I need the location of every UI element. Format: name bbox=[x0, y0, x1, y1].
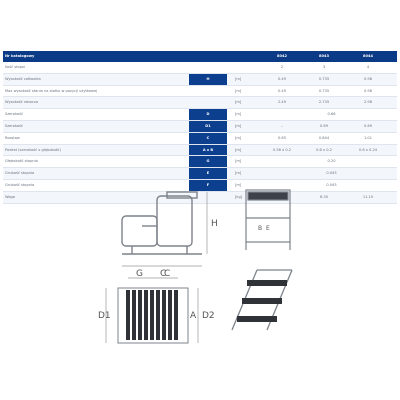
row-unit: [m] bbox=[235, 100, 242, 105]
header-model-1: 8042 bbox=[276, 54, 287, 58]
row-value-1: 2.49 bbox=[277, 100, 286, 105]
row-value-2: 0.735 bbox=[318, 88, 330, 93]
row-value-1: 2 bbox=[280, 65, 284, 69]
row-label: Grubość stopnia bbox=[5, 182, 35, 187]
top-view-drawing: G C D1 A D2 bbox=[98, 268, 218, 358]
row-value-2: 0.735 bbox=[318, 76, 330, 81]
row-unit: [m] bbox=[235, 123, 242, 128]
row-unit: [kg] bbox=[235, 194, 243, 199]
table-row: Szerokość D1 [m] – 0.69 0.69 bbox=[3, 120, 397, 133]
row-code-badge: D bbox=[189, 109, 227, 120]
front-dim-e: E bbox=[266, 225, 270, 232]
row-value-3: 11.10 bbox=[362, 194, 374, 199]
top-dim-g: G bbox=[136, 269, 143, 279]
row-code-badge: A x B bbox=[189, 144, 227, 156]
table-row: Ilość stopni 2 3 4 bbox=[3, 62, 397, 74]
row-label: Wysokość robocza bbox=[5, 100, 38, 105]
front-dim-b: B bbox=[258, 225, 262, 232]
row-value-3: 2.98 bbox=[363, 100, 372, 105]
table-row: Głębokość stopnia G [m] 0.20 bbox=[3, 156, 397, 169]
row-value-2: 8.30 bbox=[319, 194, 328, 199]
row-value-shared: 0.045 bbox=[326, 182, 337, 187]
row-unit: [m] bbox=[235, 135, 242, 140]
row-code-badge: D1 bbox=[189, 120, 227, 132]
row-code-badge: H bbox=[189, 73, 227, 85]
table-row: Rozstaw C [m] 0.65 0.844 1.01 bbox=[3, 132, 397, 145]
top-dim-d2: D2 bbox=[202, 311, 215, 321]
row-value-shared: 0.045 bbox=[326, 171, 337, 176]
table-row: Grubość stopnia F [m] 0.045 bbox=[3, 179, 397, 192]
header-model-2: 8043 bbox=[318, 54, 329, 58]
row-value-3: 0.98 bbox=[363, 88, 372, 93]
top-dim-c: C bbox=[164, 269, 170, 279]
table-row: Podest (szerokość x głębokość) A x B [m] 0.… bbox=[3, 144, 397, 157]
row-value-2: 2.735 bbox=[318, 100, 330, 105]
row-label: Podest (szerokość x głębokość) bbox=[5, 147, 61, 152]
side-view-drawing: H C bbox=[112, 186, 222, 278]
table-row: Max wysokość stania na stołku w pozycji … bbox=[3, 86, 397, 98]
table-row: Grubość stopnia E [m] 0.045 bbox=[3, 168, 397, 180]
row-value-1: 0.49 bbox=[277, 88, 286, 93]
row-value-2: 3 bbox=[322, 65, 326, 69]
row-value-3: 0.69 bbox=[363, 123, 372, 128]
isometric-view-drawing bbox=[222, 250, 312, 340]
row-label: Wysokość całkowita bbox=[5, 76, 41, 81]
front-view-drawing: B E bbox=[238, 186, 298, 256]
row-label: Szerokość bbox=[5, 112, 23, 117]
row-value-1: 0.65 bbox=[277, 135, 286, 140]
row-label: Ilość stopni bbox=[5, 65, 26, 69]
row-label: Grubość stopnia bbox=[5, 171, 35, 176]
row-unit: [m] bbox=[235, 171, 242, 176]
top-dim-a: A bbox=[190, 311, 197, 321]
row-label: Max wysokość stania na stołku w pozycji … bbox=[5, 88, 98, 93]
table-row: Szerokość D [m] 0.66 bbox=[3, 109, 397, 121]
row-label: Szerokość bbox=[5, 123, 23, 128]
row-value-3: 4 bbox=[366, 65, 370, 69]
row-value-1: 0.56 x 0.2 bbox=[272, 147, 292, 152]
header-label: Nr katalogowy bbox=[5, 54, 35, 58]
row-label: Waga bbox=[5, 194, 16, 199]
row-value-1: 0.49 bbox=[277, 76, 286, 81]
row-label: Głębokość stopnia bbox=[5, 159, 38, 164]
row-value-3: 0.98 bbox=[363, 76, 372, 81]
table-header: Nr katalogowy 8042 8043 8044 bbox=[3, 51, 397, 62]
row-unit: [m] bbox=[235, 88, 242, 93]
row-unit: [m] bbox=[235, 112, 242, 117]
row-value-1: – bbox=[281, 123, 283, 128]
row-code-badge: G bbox=[189, 156, 227, 168]
row-label: Rozstaw bbox=[5, 135, 20, 140]
row-unit: [m] bbox=[235, 147, 242, 152]
row-value-shared: 0.66 bbox=[327, 112, 336, 117]
side-dim-c: C bbox=[160, 269, 166, 278]
row-code-badge: C bbox=[189, 132, 227, 144]
row-value-2: 0.69 bbox=[319, 123, 328, 128]
header-model-3: 8044 bbox=[362, 54, 373, 58]
row-code-badge: E bbox=[189, 168, 227, 179]
table-row: Wysokość robocza [m] 2.49 2.735 2.98 bbox=[3, 97, 397, 110]
table-row: Wysokość całkowita H [m] 0.49 0.735 0.98 bbox=[3, 73, 397, 86]
row-value-2: 0.844 bbox=[318, 135, 330, 140]
top-dim-d1: D1 bbox=[98, 311, 111, 321]
row-code-badge: F bbox=[189, 179, 227, 191]
row-unit: [m] bbox=[235, 76, 242, 81]
side-dim-h: H bbox=[211, 219, 218, 229]
row-value-shared: 0.20 bbox=[327, 159, 336, 164]
row-unit: [m] bbox=[235, 182, 242, 187]
row-unit: [m] bbox=[235, 159, 242, 164]
row-value-3: 1.01 bbox=[363, 135, 372, 140]
row-value-2: 0.6 x 0.2 bbox=[316, 147, 332, 152]
spec-table: Nr katalogowy 8042 8043 8044 Ilość stopn… bbox=[3, 51, 397, 204]
row-value-3: 0.6 x 0.24 bbox=[358, 147, 378, 152]
